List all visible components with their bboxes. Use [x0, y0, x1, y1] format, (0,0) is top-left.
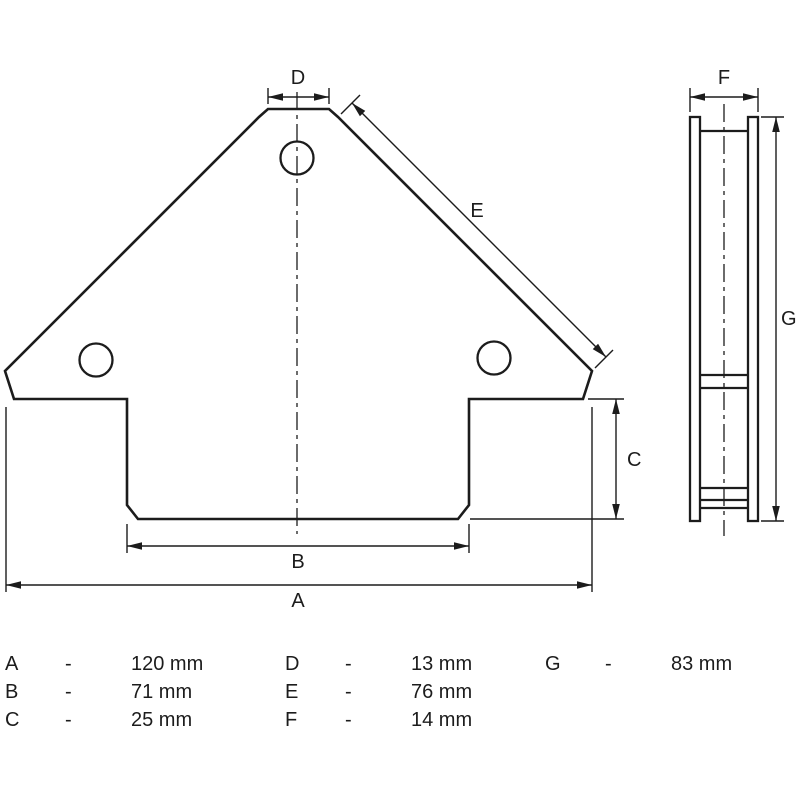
- hole-left-icon: [78, 342, 114, 378]
- legend-separator: -: [65, 708, 72, 731]
- legend-separator: -: [345, 680, 352, 703]
- legend-value-f: 14 mm: [411, 708, 473, 731]
- legend-column-1: A - 120 mm B - 71 mm C - 25 mm: [5, 650, 275, 734]
- dim-label-f: F: [718, 67, 730, 89]
- legend-separator: -: [605, 652, 612, 675]
- legend-value-c: 25 mm: [131, 708, 193, 731]
- dim-label-c: C: [627, 449, 641, 471]
- legend-key-b: B: [5, 680, 19, 703]
- extension-line: [340, 94, 361, 115]
- legend-value-d: 13 mm: [411, 652, 473, 675]
- legend-column-3: G - 83 mm: [545, 650, 795, 678]
- legend-row-c: C - 25 mm: [5, 706, 275, 734]
- dimension-d: D: [267, 67, 330, 104]
- hole-right-icon: [476, 340, 512, 376]
- legend-separator: -: [65, 680, 72, 703]
- legend-key-f: F: [285, 708, 298, 731]
- drawing-canvas: D E C B A: [3, 67, 797, 612]
- legend-key-a: A: [5, 652, 19, 675]
- dimension-c: C: [470, 398, 641, 520]
- front-outline: [3, 107, 594, 521]
- legend-value-a: 120 mm: [131, 652, 204, 675]
- legend-value-e: 76 mm: [411, 680, 473, 703]
- legend-separator: -: [345, 708, 352, 731]
- legend-row-a: A - 120 mm: [5, 650, 275, 678]
- side-view: [688, 104, 760, 536]
- legend-row-g: G - 83 mm: [545, 650, 795, 678]
- legend-key-d: D: [285, 652, 300, 675]
- dimension-b: B: [126, 524, 470, 573]
- legend-separator: -: [345, 652, 352, 675]
- legend-separator: -: [65, 652, 72, 675]
- dim-label-d: D: [291, 67, 305, 89]
- side-plate-right: [746, 115, 760, 523]
- legend-row-e: E - 76 mm: [285, 678, 535, 706]
- legend-value-g: 83 mm: [671, 652, 733, 675]
- legend-key-g: G: [545, 652, 561, 675]
- extension-line: [594, 349, 614, 369]
- dimension-f: F: [689, 67, 759, 112]
- dim-label-e: E: [470, 200, 483, 222]
- dimension-g: G: [761, 116, 797, 522]
- dim-label-b: B: [291, 551, 304, 573]
- legend-row-f: F - 14 mm: [285, 706, 535, 734]
- dimension-a: A: [5, 407, 593, 612]
- legend-row-b: B - 71 mm: [5, 678, 275, 706]
- side-plate-left: [688, 115, 702, 523]
- front-view: [3, 92, 594, 534]
- dimension-e: E: [340, 94, 614, 369]
- dim-label-a: A: [291, 590, 305, 612]
- legend-row-d: D - 13 mm: [285, 650, 535, 678]
- legend-column-2: D - 13 mm E - 76 mm F - 14 mm: [285, 650, 535, 734]
- dim-label-g: G: [781, 308, 797, 330]
- legend-key-e: E: [285, 680, 299, 703]
- legend-value-b: 71 mm: [131, 680, 193, 703]
- dimension-line: [351, 102, 607, 358]
- legend-key-c: C: [5, 708, 20, 731]
